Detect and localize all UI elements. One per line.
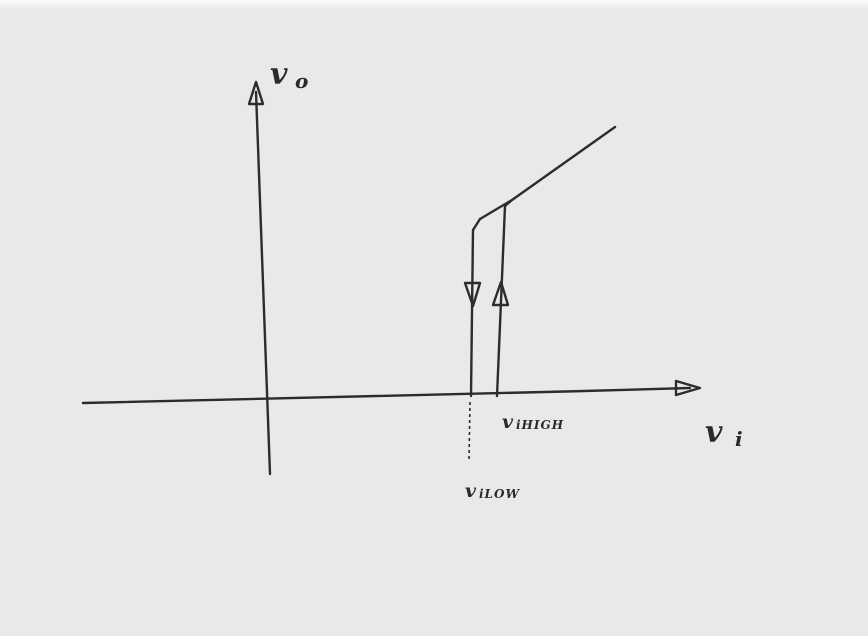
x-axis-line <box>81 386 692 405</box>
x-axis-label: v i <box>705 415 743 451</box>
y-axis-label-sub: o <box>295 69 308 93</box>
rising-branch-arrow-icon <box>491 280 510 307</box>
x-axis-label-sub: i <box>735 427 743 451</box>
x-axis-arrow-icon <box>674 379 702 397</box>
high-threshold-label-main: v <box>502 411 514 433</box>
high-threshold-label-sub: iHIGH <box>516 418 564 432</box>
x-axis-label-main: v <box>705 415 723 450</box>
falling-branch-line <box>469 217 482 398</box>
low-threshold-label-main: v <box>465 480 477 502</box>
rising-branch-line <box>495 198 514 398</box>
y-axis-line <box>254 90 272 476</box>
y-axis-label-main: v <box>270 57 288 92</box>
high-threshold-label: v iHIGH <box>502 411 564 433</box>
y-axis-label: v o <box>270 57 308 93</box>
low-threshold-label: v iLOW <box>465 480 520 502</box>
low-threshold-label-sub: iLOW <box>479 487 520 501</box>
upper-linear-segment <box>478 125 617 221</box>
falling-branch-arrow-icon <box>463 281 482 308</box>
low-threshold-dashed-marker <box>468 401 471 463</box>
y-axis-arrow-icon <box>247 80 265 106</box>
paper-top-edge <box>0 0 868 9</box>
